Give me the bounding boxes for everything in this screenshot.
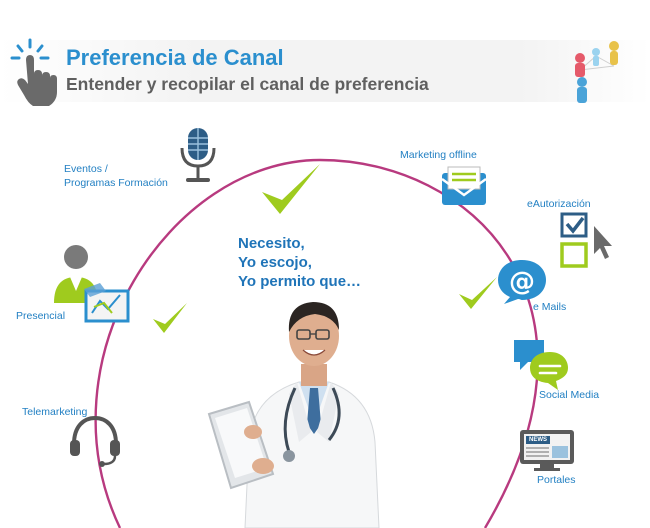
label-eautorizacion: eAutorización: [527, 198, 591, 210]
page-subtitle: Entender y recopilar el canal de prefere…: [66, 74, 429, 94]
at-bubble-icon: @: [498, 260, 546, 304]
doctor-image: [207, 302, 380, 528]
news-screen-icon: NEWS: [518, 428, 576, 472]
label-social-media: Social Media: [539, 389, 600, 401]
news-badge: NEWS: [529, 437, 547, 443]
label-eventos: Eventos /: [64, 163, 108, 175]
microphone-icon: [180, 128, 216, 182]
svg-text:@: @: [509, 267, 535, 297]
label-presencial: Presencial: [16, 310, 66, 322]
checkbox-cursor-icon: [560, 212, 612, 268]
label-telemarketing: Telemarketing: [22, 406, 88, 418]
headset-icon: [70, 415, 120, 467]
label-programas-formacion: Programas Formación: [64, 177, 168, 189]
center-line-1: Necesito,: [238, 235, 305, 252]
check-icon: [153, 303, 187, 333]
chat-bubbles-icon: [514, 340, 568, 390]
envelope-icon: [441, 166, 487, 205]
center-line-3: Yo permito que…: [238, 273, 362, 290]
label-emails: e Mails: [533, 301, 567, 313]
check-icon: [262, 164, 320, 214]
presenter-icon: [54, 245, 130, 323]
center-line-2: Yo escojo,: [238, 254, 312, 271]
tap-hand-icon: [10, 38, 57, 106]
page-title: Preferencia de Canal: [66, 45, 284, 70]
label-portales: Portales: [537, 474, 576, 486]
people-network-icon: [575, 41, 619, 103]
header-band: [0, 40, 650, 102]
check-icon: [459, 277, 497, 309]
center-statement: Necesito, Yo escojo, Yo permito que…: [238, 234, 361, 291]
label-marketing-offline: Marketing offline: [400, 149, 477, 161]
